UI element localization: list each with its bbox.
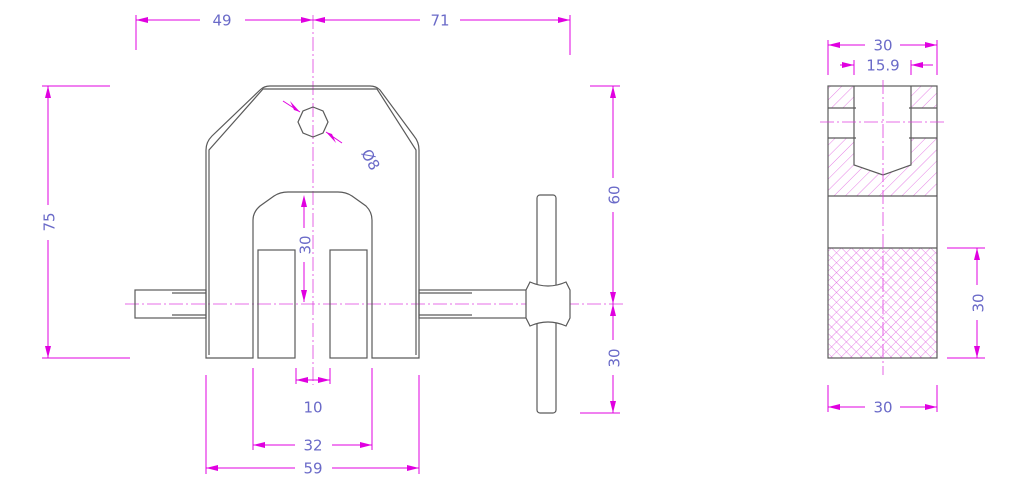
dim-71: 71 xyxy=(430,12,449,30)
hole-diameter-label: Ø8 xyxy=(357,146,383,173)
side-body xyxy=(827,85,938,359)
dim-30-bottom: 30 xyxy=(873,399,892,417)
dim-60: 60 xyxy=(606,185,624,204)
jaw-block-right xyxy=(329,249,368,359)
dim-32: 32 xyxy=(303,437,322,455)
clamp-body-inner-edge xyxy=(208,88,417,355)
jaw-block-left xyxy=(257,249,296,359)
t-handle-knob xyxy=(525,281,571,327)
front-view: Ø8 xyxy=(125,15,625,414)
dim-15-9: 15.9 xyxy=(866,57,899,75)
dim-30-knurl: 30 xyxy=(970,293,988,312)
left-screw xyxy=(134,289,207,319)
side-dimensions: 30 15.9 30 30 xyxy=(827,37,988,417)
dim-30-slot: 30 xyxy=(297,235,315,254)
dim-10: 10 xyxy=(303,399,322,417)
dim-30-top: 30 xyxy=(873,37,892,55)
clamp-body xyxy=(205,85,420,359)
dim-30-handle: 30 xyxy=(606,348,624,367)
hole xyxy=(297,106,329,138)
knurl-crosshatch xyxy=(828,248,937,358)
side-view xyxy=(820,80,945,375)
front-dimensions: 49 71 75 60 30 30 10 32 59 xyxy=(41,12,624,478)
dim-75: 75 xyxy=(41,212,59,231)
dim-59: 59 xyxy=(303,460,322,478)
dim-49: 49 xyxy=(212,12,231,30)
